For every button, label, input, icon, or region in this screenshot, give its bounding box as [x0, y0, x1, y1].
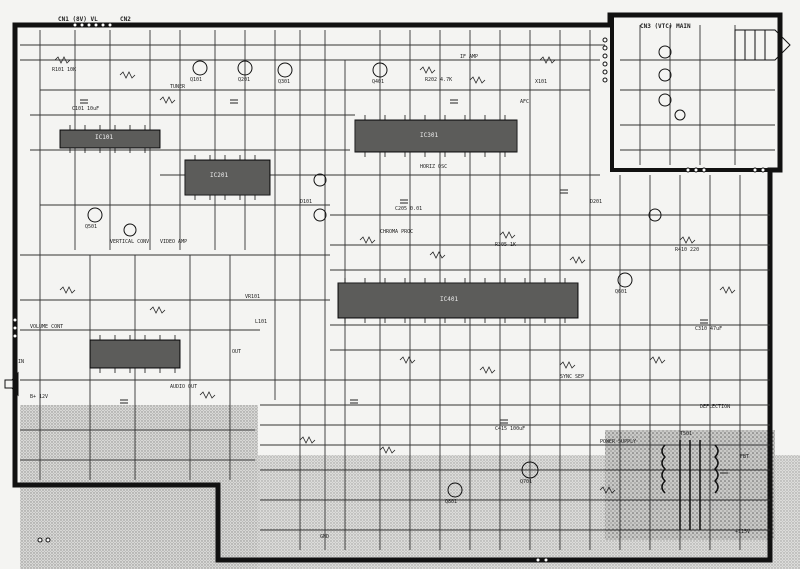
label-gnd: GND [320, 534, 330, 540]
resistors [54, 56, 736, 494]
ref-q201: Q201 [238, 77, 251, 83]
ref-r202: R202 4.7K [425, 77, 453, 83]
ref-vr101: VR101 [245, 294, 261, 300]
ref-r101: R101 10K [52, 67, 77, 73]
ic-block-top-main [354, 119, 518, 153]
crt-socket [734, 29, 791, 61]
ref-ic301: IC301 [420, 132, 439, 139]
ref-q701: Q701 [520, 479, 533, 485]
connector-label-top: CN1 (8V) VL [58, 16, 98, 23]
ref-q801: Q801 [445, 499, 458, 505]
ref-d201: D201 [590, 199, 603, 205]
capacitors [80, 99, 728, 474]
ref-q401: Q401 [372, 79, 385, 85]
block-label-video: VIDEO AMP [160, 239, 188, 245]
ref-q101: Q101 [190, 77, 203, 83]
label-in: IN [18, 359, 25, 365]
ref-c310: C310 47uF [695, 326, 723, 332]
block-label-if: IF AMP [460, 54, 479, 60]
ic-block-center-long [337, 282, 579, 319]
block-label-afc: AFC [520, 99, 530, 105]
label-out: OUT [232, 349, 242, 355]
ref-x101: X101 [535, 79, 548, 85]
ic-pins [69, 115, 566, 373]
ref-r410: R410 220 [675, 247, 700, 253]
ref-c101: C101 10uF [72, 106, 100, 112]
label-bplus: B+ 12V [30, 394, 49, 400]
block-label-deflection: DEFLECTION [700, 404, 731, 410]
transistors [87, 45, 686, 498]
ref-q301: Q301 [278, 79, 291, 85]
ref-c415: C415 100uF [495, 426, 526, 432]
block-label-chroma: CHROMA PROC [380, 229, 414, 235]
connector-label-top-b: CN2 [120, 16, 131, 23]
wire-grid [20, 44, 775, 531]
transformer [661, 440, 719, 530]
ref-c205: C205 0.01 [395, 206, 423, 212]
ref-q601: Q601 [615, 289, 628, 295]
speaker-icon [4, 371, 19, 397]
ref-d101: D101 [300, 199, 313, 205]
block-label-power: POWER SUPPLY [600, 439, 637, 445]
block-label-volume: VOLUME CONT [30, 324, 64, 330]
ref-ic401: IC401 [440, 296, 459, 303]
block-label-vertical: VERTICAL CONV [110, 239, 150, 245]
ref-r305: R305 1K [495, 242, 517, 248]
ic-block-left-mid [89, 339, 181, 369]
block-label-horiz: HORIZ OSC [420, 164, 448, 170]
ref-l101: L101 [255, 319, 268, 325]
connector-pads [12, 22, 766, 563]
block-label-sync: SYNC SEP [560, 374, 585, 380]
ref-ic201: IC201 [210, 172, 229, 179]
label-bplus2: +115V [735, 529, 751, 535]
block-label-tuner: TUNER [170, 84, 186, 90]
ic-block-upper-center [184, 159, 271, 196]
block-label-audio: AUDIO OUT [170, 384, 198, 390]
ref-t501: T501 [680, 431, 693, 437]
ic-block-upper-left [59, 129, 161, 149]
ref-q501: Q501 [85, 224, 98, 230]
ref-fbt: FBT [740, 454, 750, 460]
connector-label-topright: CN3 (VTC) MAIN [640, 23, 691, 30]
ref-ic101: IC101 [95, 134, 114, 141]
